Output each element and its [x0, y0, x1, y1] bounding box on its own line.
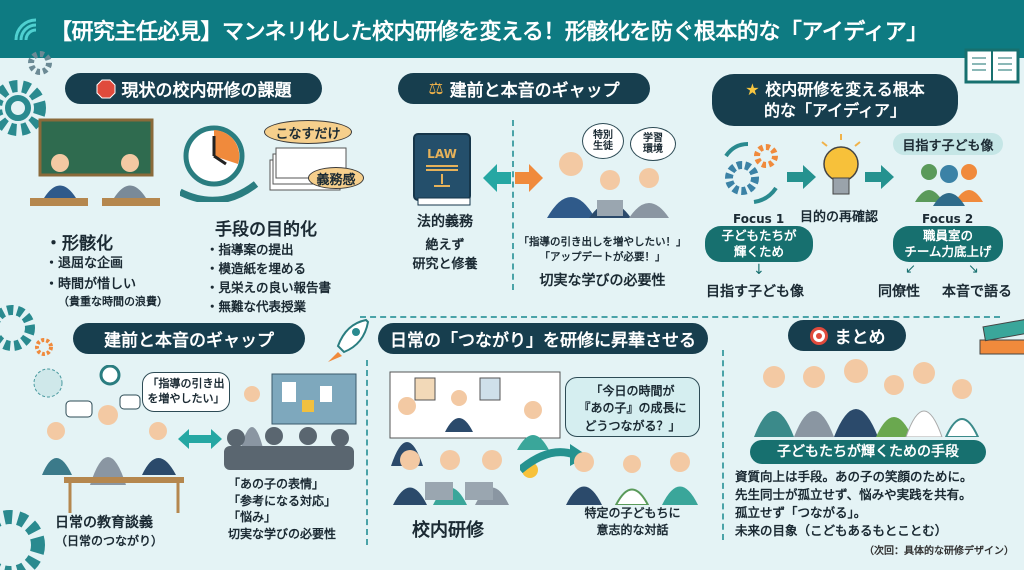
summary-line: 孤立せず「つながる」。 — [735, 505, 867, 520]
arrow-right-icon — [865, 165, 894, 189]
section-heading-idea: ★ 校内研修を変える根本 的な「アイディア」 — [712, 74, 958, 126]
teachers-and-children-illustration — [754, 359, 980, 437]
teachers-at-desks-illustration — [30, 118, 160, 206]
people-group-icon — [915, 164, 983, 206]
divider — [366, 360, 368, 545]
issue-item: ・時間が惜しい — [45, 277, 137, 292]
dialogue-caption: 特定の子どもちに意志的な対話 — [584, 506, 681, 537]
heading-text: 建前と本音のギャップ — [449, 81, 620, 101]
focus2-result-honest-talk: 本音で語る — [942, 284, 1012, 300]
summary-text: 資質向上は手段。あの子の笑顔のために。 先生同士が孤立せず、悩みや実践を共有。 … — [735, 468, 973, 540]
focus2-result-collegiality: 同僚性 — [878, 284, 920, 300]
focus2-pill: 職員室のチーム力底上げ — [893, 226, 1003, 262]
gear-icon — [35, 338, 53, 356]
legal-duty-title: 法的義務 — [417, 214, 473, 230]
legal-duty-text: 絶えず研究と修養 — [412, 238, 478, 272]
summary-line: 未来の目象（こどもあるもとことむ） — [735, 523, 948, 538]
divider — [512, 120, 514, 290]
stop-sign-icon — [96, 79, 115, 98]
focus1-label: Focus 1 — [733, 212, 785, 226]
purpose-reconfirm-label: 目的の再確認 — [800, 210, 879, 225]
book-label: LAW — [427, 147, 457, 161]
rocket-icon — [328, 318, 370, 362]
speech-bubble-question: 「今日の時間が『あの子』の成長にどうつながる？」 — [565, 377, 700, 437]
clock-icon — [180, 125, 259, 202]
concern-lines: 「あの子の表情」「参考になる対応」「悩み」切実な学びの必要性 — [228, 477, 337, 541]
issue-note: （貴重な時間の浪費） — [58, 295, 168, 308]
wifi-signal-icon — [14, 18, 37, 41]
section-heading-gap: ⚖ 建前と本音のギャップ — [398, 73, 650, 104]
section-heading-gap-bottom: 建前と本音のギャップ — [73, 323, 305, 354]
school-training-illustration — [389, 371, 561, 505]
list-item: ・見栄えの良い報告書 — [206, 280, 332, 295]
page-title: 【研究主任必見】マンネリ化した校内研修を変える！形骸化を防ぐ根本的な「アイディア… — [50, 20, 928, 45]
bidirectional-arrow-icon — [178, 429, 222, 449]
gear-icon — [0, 305, 35, 351]
list-item: ・模造紙を埋める — [206, 261, 307, 276]
label-konasu: こなすだけ — [264, 120, 352, 144]
next-episode-note: （次回：具体的な研修デザイン） — [864, 546, 1014, 557]
teachers-group-illustration — [547, 152, 669, 218]
heading-text: まとめ — [834, 328, 886, 348]
arrow-right-icon — [787, 165, 816, 189]
list-item: ・指導案の提出 — [206, 242, 294, 257]
section-heading-summary: まとめ — [788, 320, 906, 351]
header-bar — [0, 0, 1024, 58]
open-book-icon — [964, 48, 1020, 84]
summary-line: 先生同士が孤立せず、悩みや実践を共有。 — [735, 487, 972, 502]
gear-icon — [0, 80, 46, 136]
focus1-result: 目指す子ども像 — [706, 284, 804, 300]
gear-icon — [28, 51, 52, 75]
summary-pill: 子どもたちが輝くための手段 — [750, 440, 986, 464]
daily-talk-sub: （日常のつながり） — [55, 534, 164, 548]
focus1-pill: 子どもたちが輝くため — [705, 226, 813, 262]
section-heading-current-issues: 現状の校内研修の課題 — [65, 73, 322, 104]
staff-room-discussion-illustration — [33, 365, 184, 513]
presentation-meeting-illustration — [224, 373, 357, 470]
bidirectional-arrow-icon — [483, 164, 543, 192]
gear-icon — [0, 510, 45, 570]
lightbulb-icon — [821, 134, 861, 195]
issue-item: ・退屈な企画 — [45, 256, 124, 271]
divider — [360, 316, 1000, 318]
section-heading-connect: 日常の「つながり」を研修に昇華させる — [378, 323, 708, 354]
label-gimukan: 義務感 — [308, 167, 364, 189]
daily-talk-title: 日常の教育談義 — [55, 515, 153, 531]
star-icon: ★ — [745, 80, 760, 99]
teacher-quotes: 「指導の引き出しを増やしたい！」「アップデートが必要！」 — [518, 236, 687, 263]
books-icon — [979, 318, 1024, 355]
means-list: ・指導案の提出 ・模造紙を埋める ・見栄えの良い報告書 ・無難な代表授業 — [206, 240, 331, 316]
arrow-down-right-icon: ↘ — [968, 262, 979, 277]
gears-cycle-icon — [724, 142, 778, 204]
law-book-icon: LAW — [413, 133, 471, 206]
subheading-means-as-end: 手段の目的化 — [215, 220, 317, 240]
goal-child-image-pill: 目指す子ども像 — [893, 133, 1003, 155]
scales-icon: ⚖ — [428, 78, 444, 99]
list-item: ・無難な代表授業 — [206, 299, 307, 314]
thought-bubble-learning-env: 学習 環境 — [630, 127, 676, 161]
speech-bubble: 「指導の引き出を増やしたい」 — [142, 372, 230, 412]
thought-bubble-special-students: 特別 生徒 — [582, 123, 624, 159]
school-training-title: 校内研修 — [412, 520, 484, 541]
target-icon — [809, 326, 828, 345]
heading-text: 現状の校内研修の課題 — [121, 81, 292, 101]
arrow-down-icon: ↓ — [753, 262, 765, 278]
learning-need-title: 切実な学びの必要性 — [539, 273, 666, 289]
focus2-label: Focus 2 — [922, 212, 974, 226]
divider — [722, 350, 724, 540]
arrow-down-left-icon: ↙ — [905, 262, 916, 277]
teacher-students-illustration — [566, 452, 698, 505]
summary-line: 資質向上は手段。あの子の笑顔のために。 — [735, 469, 973, 484]
issue-item: ・形骸化 — [45, 234, 113, 254]
